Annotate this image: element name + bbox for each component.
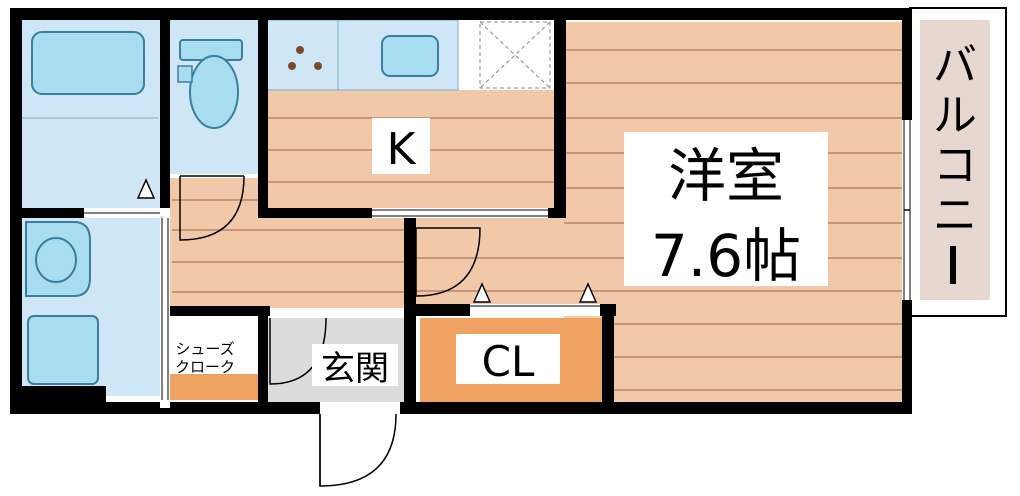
- toilet-bowl-icon: [189, 55, 239, 129]
- balcony-label-char: ル: [933, 90, 977, 141]
- door-markers: [136, 178, 598, 303]
- kitchen-label: K: [387, 124, 417, 175]
- western-room-size-label: 7.6帖: [651, 222, 801, 290]
- balcony-label-long-dash: [950, 246, 956, 284]
- balcony-label-char: バ: [933, 40, 977, 91]
- refrigerator-space-icon: [479, 21, 551, 89]
- balcony-label-char: コ: [933, 140, 977, 191]
- shoe-cloak-label-line1: シューズ: [175, 340, 234, 358]
- stove-burners-icon: [288, 46, 322, 70]
- closet-label: CL: [482, 337, 535, 386]
- shoe-cloak-label-line2: クローク: [175, 358, 235, 376]
- bathtub-icon: [31, 31, 145, 95]
- entrance-label: 玄関: [321, 349, 389, 389]
- door-swings: [179, 175, 481, 487]
- western-room-label: 洋室: [668, 142, 784, 210]
- kitchen-sink-icon: [381, 35, 439, 77]
- washing-machine-icon: [27, 315, 99, 385]
- balcony-label-char: ニ: [933, 190, 977, 241]
